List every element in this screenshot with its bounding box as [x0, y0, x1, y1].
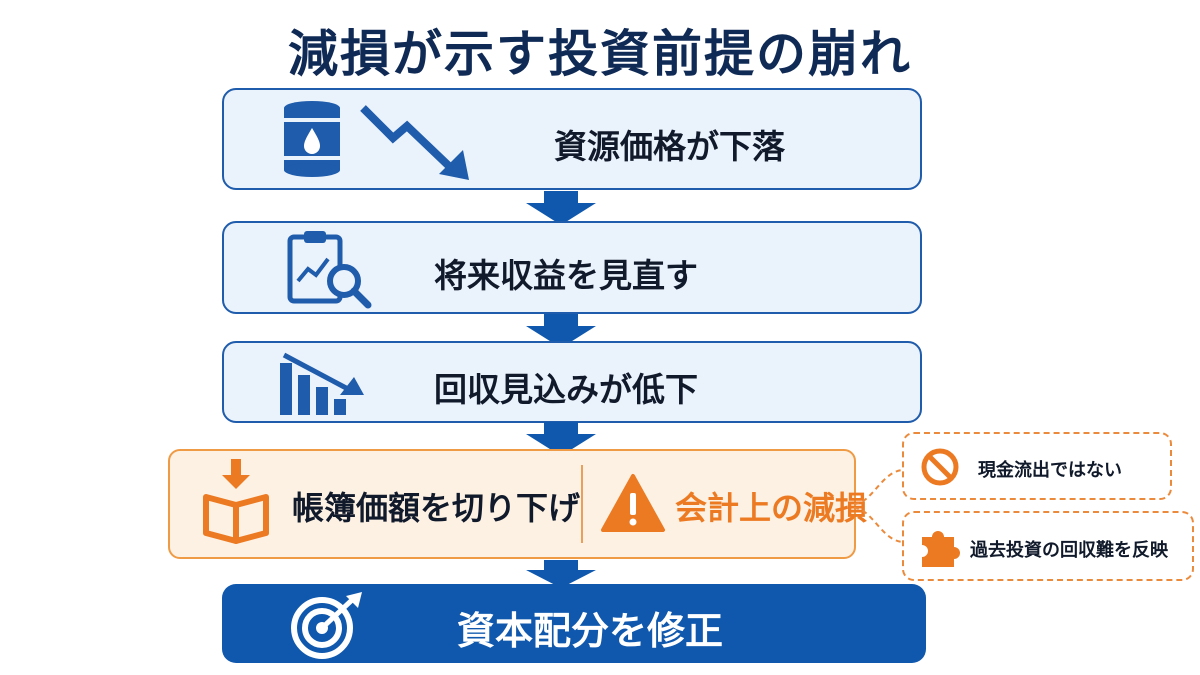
step-label: 将来収益を見直す	[434, 256, 698, 295]
final-step-revise-capital-allocation: 資本配分を修正	[222, 584, 926, 663]
impairment-box: 帳簿価額を切り下げ 会計上の減損	[168, 449, 867, 559]
flow-arrow-1	[526, 191, 596, 225]
downtrend-arrow-icon	[360, 105, 469, 180]
step-resource-price-drop: 資源価格が下落	[222, 88, 922, 190]
flow-arrow-4	[526, 560, 596, 588]
note-reflects-recovery-difficulty: 過去投資の回収難を反映	[902, 511, 1194, 581]
target-arrow-icon	[291, 592, 362, 659]
note-not-cash-outflow: 現金流出ではない	[902, 432, 1172, 500]
declining-bar-chart-icon	[280, 352, 364, 415]
step-label: 資源価格が下落	[554, 127, 785, 166]
clipboard-chart-search-icon	[287, 231, 372, 309]
flow-arrow-3	[526, 422, 596, 456]
note-label: 過去投資の回収難を反映	[970, 540, 1168, 561]
step-review-future-revenue: 将来収益を見直す	[222, 221, 922, 314]
warning-icon	[601, 474, 665, 532]
flow-arrow-2	[526, 314, 596, 348]
writedown-label: 帳簿価額を切り下げ	[292, 489, 581, 527]
step-label: 回収見込みが低下	[434, 370, 698, 409]
final-label: 資本配分を修正	[457, 609, 724, 653]
book-down-arrow-icon	[203, 459, 269, 544]
page-title: 減損が示す投資前提の崩れ	[288, 25, 912, 83]
oil-barrel-icon	[284, 101, 340, 177]
accounting-impairment-label: 会計上の減損	[675, 489, 868, 527]
note-label: 現金流出ではない	[978, 460, 1122, 481]
puzzle-piece-icon	[922, 531, 960, 567]
prohibited-icon	[921, 448, 959, 486]
note-connector	[853, 469, 905, 543]
divider	[581, 465, 583, 543]
step-recovery-outlook-drop: 回収見込みが低下	[222, 341, 922, 423]
